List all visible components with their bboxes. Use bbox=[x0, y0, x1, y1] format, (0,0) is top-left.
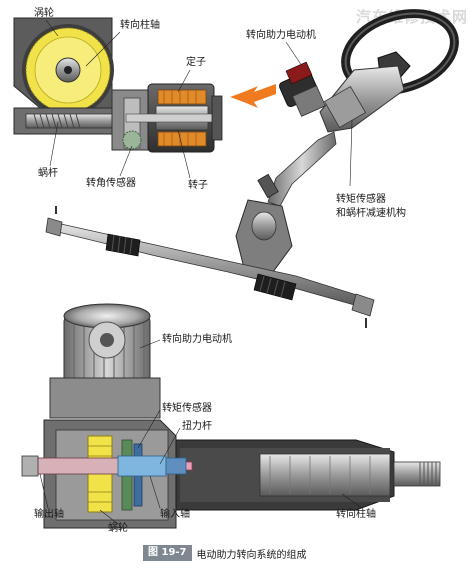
bottom-sectional-view bbox=[21, 303, 441, 529]
figure-title: 电动助力转向系统的组成 bbox=[196, 549, 307, 561]
label-output-shaft: 输出轴 bbox=[34, 509, 64, 520]
label-stator: 定子 bbox=[186, 57, 206, 68]
sensor-gear bbox=[122, 130, 142, 150]
label-worm-wheel: 涡轮 bbox=[34, 8, 54, 19]
figure-number: 图 19-7 bbox=[143, 545, 192, 561]
label-bottom-assist-motor: 转向助力电动机 bbox=[162, 334, 232, 345]
bottom-assist-motor bbox=[49, 303, 161, 419]
output-shaft bbox=[29, 457, 121, 475]
label-input-shaft: 输入轴 bbox=[160, 509, 190, 520]
label-rotor: 转子 bbox=[188, 180, 208, 191]
top-assist-motor bbox=[278, 61, 326, 117]
label-bottom-torque-sensor: 转矩传感器 bbox=[162, 403, 212, 414]
label-top-assist-motor: 转向助力电动机 bbox=[246, 30, 316, 41]
top-steering-system bbox=[45, 9, 459, 328]
input-shaft bbox=[117, 455, 167, 477]
figure-caption: 图 19-7 电动助力转向系统的组成 bbox=[143, 544, 307, 562]
label-worm: 蜗杆 bbox=[38, 168, 58, 179]
steering-rack bbox=[45, 206, 375, 328]
label-bottom-worm-wheel: 蜗轮 bbox=[108, 523, 128, 534]
label-steering-column-shaft: 转向柱轴 bbox=[120, 20, 160, 31]
stator-coil bbox=[157, 89, 207, 105]
label-torsion-bar: 扭力杆 bbox=[182, 421, 212, 432]
label-torque-sensor-line1: 转矩传感器 bbox=[336, 194, 386, 205]
top-cutaway-assembly bbox=[13, 17, 223, 179]
label-bottom-steering-column-shaft: 转向柱轴 bbox=[336, 509, 376, 520]
label-torque-sensor-line2: 和蜗杆减速机构 bbox=[336, 208, 406, 219]
label-steering-angle-sensor: 转角传感器 bbox=[86, 178, 136, 189]
